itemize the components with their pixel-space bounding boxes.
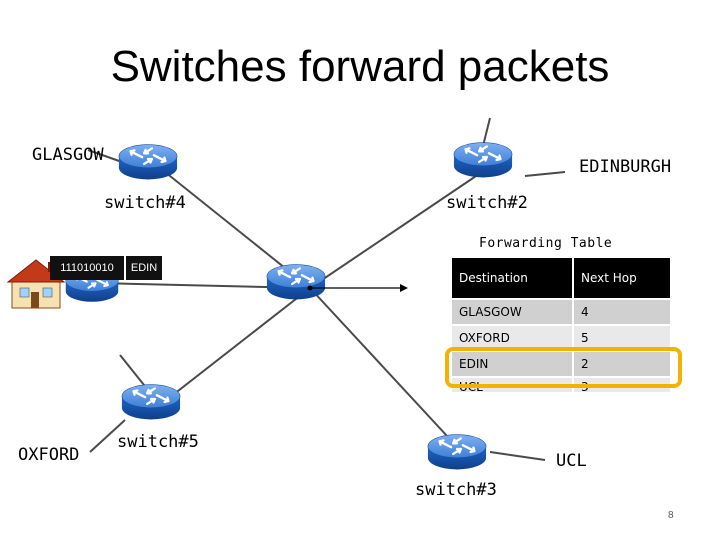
- router-icon-switch3: [426, 433, 488, 471]
- switch-label-5: switch#5: [117, 432, 199, 452]
- switch-label-3: switch#3: [415, 480, 497, 500]
- table-cell-destination: EDIN: [452, 352, 574, 378]
- packet-address: 111010010: [50, 256, 124, 280]
- table-cell-next-hop: 2: [574, 352, 670, 378]
- table-row-highlighted: EDIN 2: [452, 352, 670, 378]
- column-header-next-hop: Next Hop: [574, 258, 670, 300]
- switch-label-2: switch#2: [446, 193, 528, 213]
- router-icon-switch2: [452, 141, 514, 179]
- forwarding-table-caption: Forwarding Table: [479, 236, 613, 251]
- page-title: Switches forward packets: [110, 42, 610, 91]
- router-icon-center: [265, 263, 327, 301]
- arrow-icon: [307, 284, 408, 292]
- node-label-edinburgh: EDINBURGH: [579, 157, 672, 177]
- network-links: [87, 117, 566, 461]
- forwarding-table: Destination Next Hop GLASGOW 4 OXFORD 5 …: [452, 258, 670, 394]
- table-row: GLASGOW 4: [452, 300, 670, 326]
- router-icon-switch4: [117, 143, 179, 181]
- switch-label-4: switch#4: [104, 193, 186, 213]
- node-label-ucl: UCL: [556, 451, 587, 471]
- packet-destination: EDIN: [126, 256, 162, 280]
- node-label-glasgow: GLASGOW: [32, 145, 104, 165]
- table-cell-next-hop: 4: [574, 300, 670, 326]
- highlight-box: [445, 347, 682, 388]
- house-icon: [6, 259, 66, 309]
- page-number: 8: [668, 510, 674, 521]
- column-header-destination: Destination: [452, 258, 574, 300]
- table-header-row: Destination Next Hop: [452, 258, 670, 300]
- router-icon-switch5: [120, 383, 182, 421]
- table-cell-destination: GLASGOW: [452, 300, 574, 326]
- node-label-oxford: OXFORD: [18, 445, 80, 465]
